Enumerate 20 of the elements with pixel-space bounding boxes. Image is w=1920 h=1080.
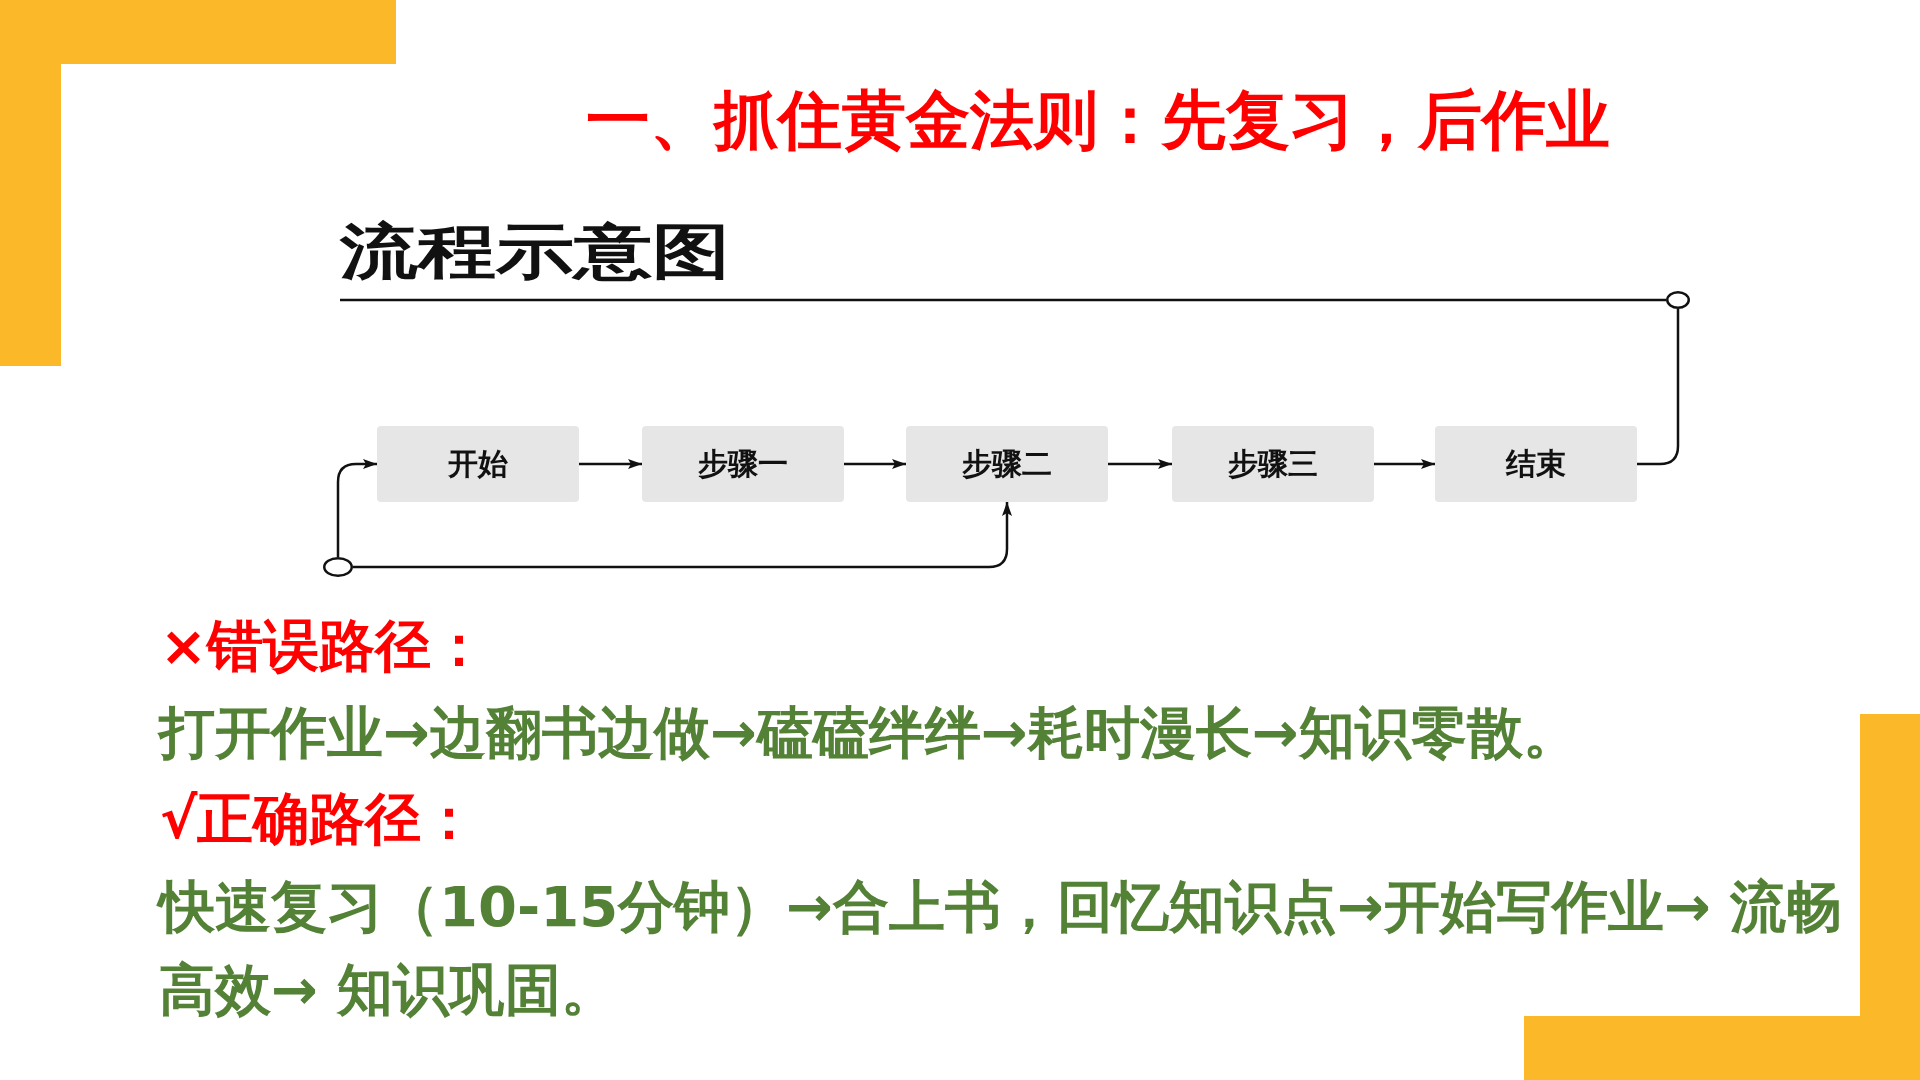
diagram-heading: 流程示意图: [340, 214, 730, 288]
slide-title: 一、抓住黄金法则：先复习，后作业: [586, 82, 1610, 158]
section-heading: ×错误路径：: [160, 611, 487, 680]
arrow: [1374, 459, 1435, 469]
arrow: [579, 459, 642, 469]
arrow: [1108, 459, 1172, 469]
connector-circle: [323, 557, 353, 577]
arrow: [336, 459, 377, 557]
process-box: 开始: [377, 426, 579, 502]
process-box: 结束: [1435, 426, 1637, 502]
connector-line: [1637, 309, 1680, 466]
arrow: [844, 459, 906, 469]
process-box: 步骤二: [906, 426, 1108, 502]
arrow: [353, 502, 1012, 569]
process-box: 步骤一: [642, 426, 844, 502]
section-heading: √正确路径：: [160, 784, 478, 853]
path-description: 打开作业→边翻书边做→磕磕绊绊→耗时漫长→知识零散。: [159, 698, 1579, 767]
process-box: 步骤三: [1172, 426, 1374, 502]
connector-circle: [1666, 291, 1690, 309]
connector-line: [340, 298, 1666, 302]
